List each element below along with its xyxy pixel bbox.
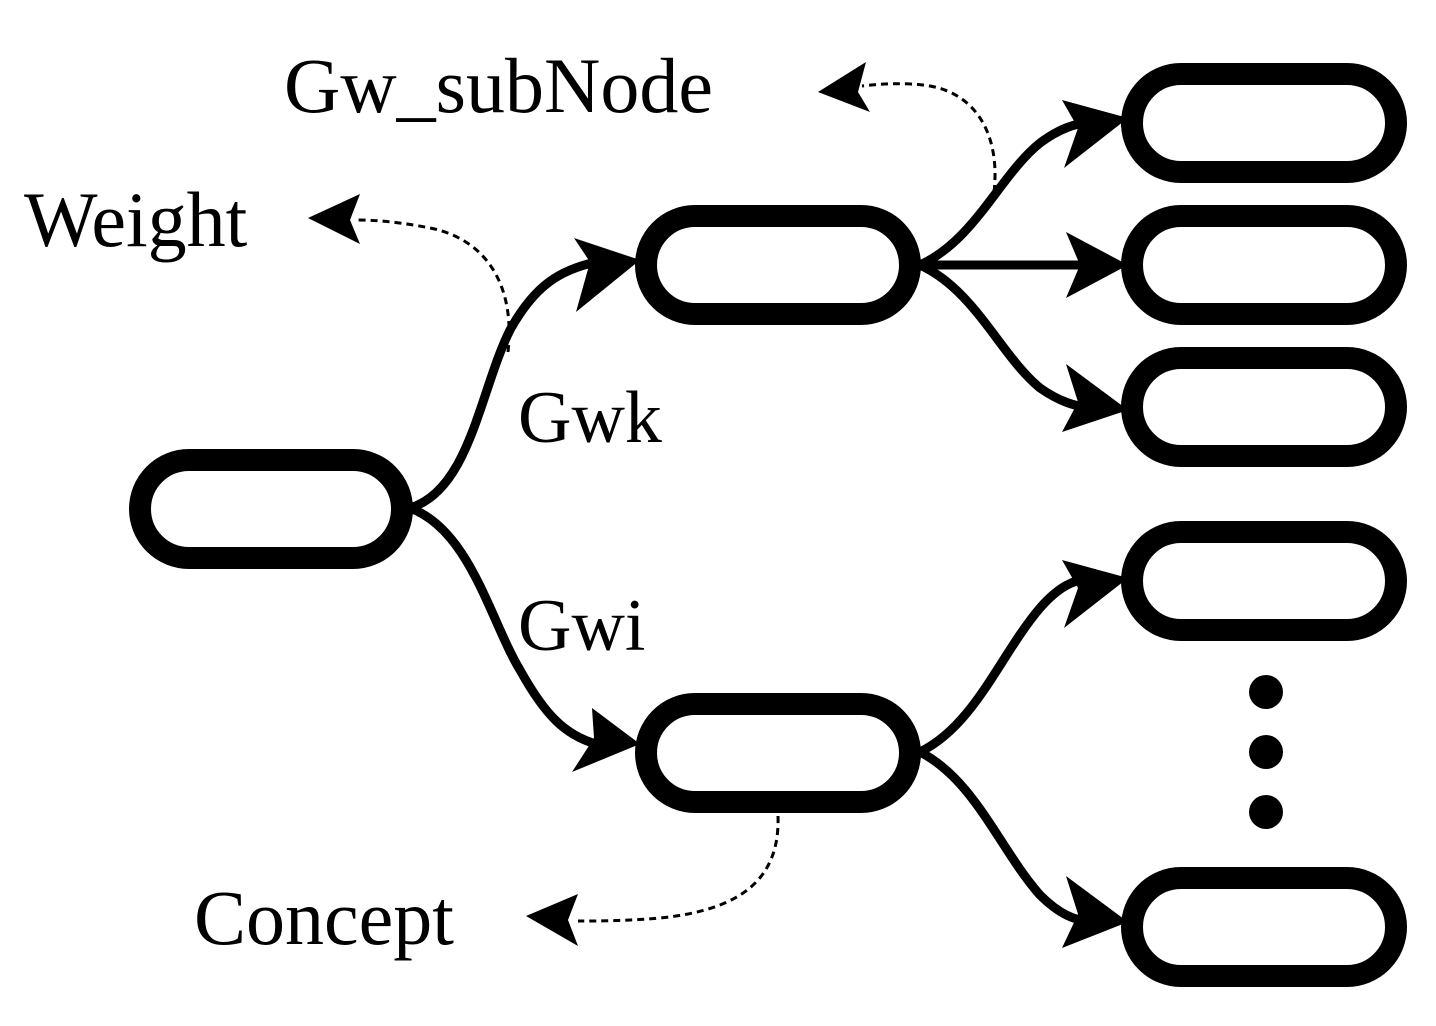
edge-child-k-to-leaf-k-3 xyxy=(915,260,1095,413)
edge-child-i-to-leaf-i-last xyxy=(915,747,1095,927)
edge-root-to-child-k xyxy=(405,257,601,513)
arrowhead-leaf-k-2 xyxy=(1066,232,1128,298)
node-leaf-k-3 xyxy=(1121,347,1407,467)
node-root xyxy=(129,449,413,569)
annotation-link-weight xyxy=(355,218,511,353)
label-gwk: Gwk xyxy=(518,377,662,459)
arrowhead-leaf-k-3 xyxy=(1062,364,1128,432)
label-weight: Weight xyxy=(24,176,248,263)
arrowhead-annotation-weight xyxy=(308,194,360,244)
node-child-i xyxy=(635,693,921,813)
edge-child-i-to-leaf-i-1 xyxy=(915,573,1095,757)
edge-root-to-child-i xyxy=(405,503,601,749)
edge-child-k-to-leaf-k-1 xyxy=(915,117,1095,270)
arrowhead-child-i xyxy=(572,708,640,772)
label-gw-subnode: Gw_subNode xyxy=(284,42,713,129)
node-leaf-k-1 xyxy=(1121,63,1407,183)
node-leaf-i-last xyxy=(1121,867,1407,987)
arrowhead-child-k xyxy=(574,238,640,312)
label-concept: Concept xyxy=(194,874,454,961)
arrowhead-leaf-i-last xyxy=(1062,876,1128,948)
annotation-link-gw-subnode xyxy=(861,82,997,193)
label-gwi: Gwi xyxy=(518,585,645,667)
arrowhead-leaf-i-1 xyxy=(1062,560,1128,628)
node-child-k xyxy=(635,205,921,325)
node-leaf-i-1 xyxy=(1121,521,1407,641)
arrowhead-annotation-gw-subnode xyxy=(818,62,870,112)
node-leaf-k-2 xyxy=(1121,205,1407,325)
vertical-ellipsis-icon xyxy=(1249,675,1283,829)
annotation-link-concept xyxy=(577,815,780,923)
arrowhead-annotation-concept xyxy=(526,894,578,946)
arrowhead-leaf-k-1 xyxy=(1062,100,1128,168)
